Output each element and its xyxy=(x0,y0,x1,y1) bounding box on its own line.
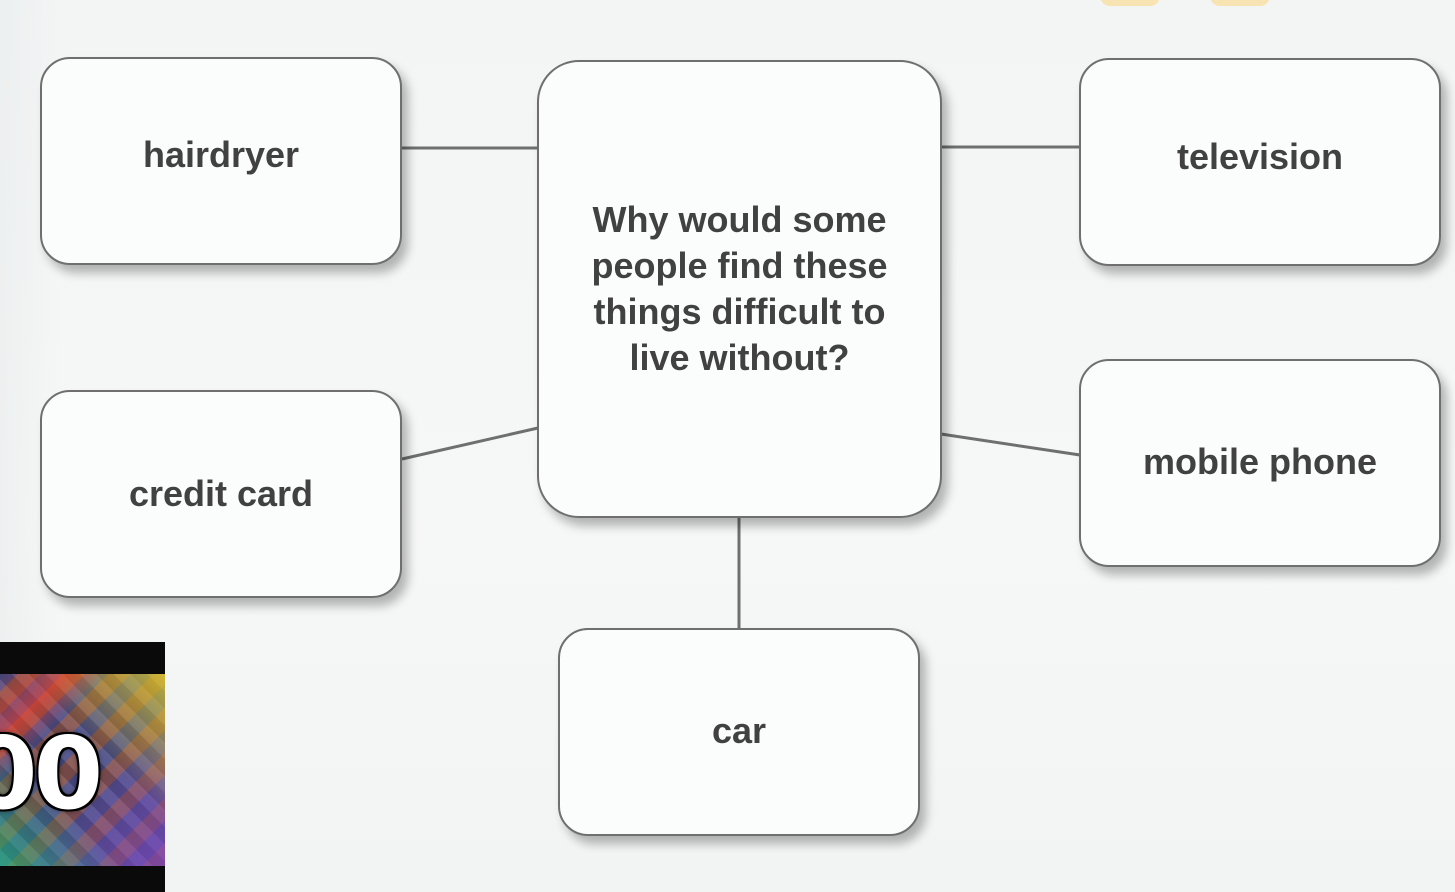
central-question-line-1: Why would some xyxy=(592,199,887,240)
central-question-line-2: people find these xyxy=(591,245,888,286)
top-badges xyxy=(1100,0,1280,8)
connector-mobile-phone xyxy=(940,432,1081,457)
node-mobile-phone-label: mobile phone xyxy=(1143,441,1377,482)
node-hairdryer: hairdryer xyxy=(40,57,402,265)
node-television: television xyxy=(1079,58,1441,266)
thumbnail-text: 00 xyxy=(0,715,103,832)
node-hairdryer-label: hairdryer xyxy=(142,134,300,175)
node-credit-card-label: credit card xyxy=(128,473,314,514)
top-badge-left xyxy=(1100,0,1160,6)
central-question-line-4: live without? xyxy=(629,337,850,378)
central-question-text: Why would some people find these things … xyxy=(591,197,887,381)
central-question-line-3: things difficult to xyxy=(593,291,886,332)
top-badge-right xyxy=(1210,0,1270,6)
node-television-label: television xyxy=(1176,136,1344,177)
node-car-label: car xyxy=(711,710,767,751)
video-thumbnail[interactable]: 00 xyxy=(0,642,165,892)
connector-credit-card xyxy=(401,426,539,461)
thumbnail-artwork xyxy=(0,674,165,866)
node-mobile-phone: mobile phone xyxy=(1079,359,1441,567)
node-credit-card: credit card xyxy=(40,390,402,598)
node-central-question: Why would some people find these things … xyxy=(537,60,942,518)
node-car: car xyxy=(558,628,920,836)
